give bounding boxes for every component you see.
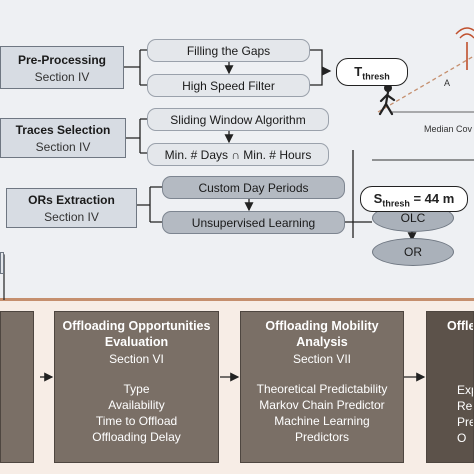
opportunities-section: Section VI [109,352,164,366]
right-partial-item: Exp [457,383,473,397]
traces-title: Traces Selection [15,123,111,137]
mobility-box: Offloading Mobility Analysis Section VII… [240,311,404,463]
left-partial-analysis-box [0,311,34,463]
mobility-item: Machine Learning [274,414,370,428]
step-filling-gaps: Filling the Gaps [147,39,310,62]
preprocessing-stage: Pre-Processing Section IV [0,46,124,89]
tthresh-box: Tthresh [336,58,408,86]
opportunities-title: Offloading Opportunities Evaluation [62,319,211,349]
right-partial-item: Re [457,399,473,413]
mobility-item: Markov Chain Predictor [259,398,385,412]
ors-section: Section IV [44,210,99,224]
opportunities-item: Type [123,382,150,396]
panel-separator [0,298,474,301]
preprocessing-section: Section IV [34,70,90,84]
step-custom-day-periods: Custom Day Periods [162,176,345,199]
opportunities-item: Time to Offload [95,414,178,428]
mobility-section: Section VII [292,352,352,366]
tthresh-base: T [354,64,363,79]
right-partial-item: O [457,431,467,445]
ors-title: ORs Extraction [28,193,115,207]
mobility-item: Predictors [294,430,350,444]
dashed-coverage-line [377,55,474,113]
sthresh-box: Sthresh = 44 m [360,186,468,212]
arrow-to-tthresh [310,49,330,86]
traces-stage: Traces Selection Section IV [0,118,126,158]
step-sliding-window: Sliding Window Algorithm [147,108,329,131]
step-min-days-hours: Min. # Days ∩ Min. # Hours [147,143,329,166]
right-partial-box: Offle Exp Re Predic O [426,311,474,463]
ors-stage: ORs Extraction Section IV [6,188,137,228]
tthresh-sub: thresh [362,71,390,82]
opportunities-item: Offloading Delay [92,430,181,444]
median-coverage-label: Median Cov [424,124,473,134]
right-partial-item: Predic [457,415,474,429]
walking-person-icon [378,84,396,116]
step-unsupervised-learning: Unsupervised Learning [162,211,345,234]
right-partial-title: Offle [447,319,474,333]
sthresh-base: S [373,191,383,206]
opportunities-item: Availability [108,398,165,412]
traces-section: Section IV [35,140,91,154]
preprocessing-title: Pre-Processing [17,53,107,67]
opportunities-box: Offloading Opportunities Evaluation Sect… [54,311,219,463]
side-label-a: A [444,78,451,88]
bracket-ors [137,186,162,223]
left-partial-box [0,252,4,274]
or-node: OR [372,238,454,266]
mobility-title: Offloading Mobility Analysis [265,319,379,349]
bracket-preprocessing [124,49,147,86]
bracket-traces [126,118,147,154]
step-high-speed-filter: High Speed Filter [147,74,310,97]
antenna-icon [455,27,474,70]
sthresh-sub: thresh [382,198,410,209]
sthresh-value: = 44 m [409,191,455,206]
mobility-item: Theoretical Predictability [256,382,388,396]
